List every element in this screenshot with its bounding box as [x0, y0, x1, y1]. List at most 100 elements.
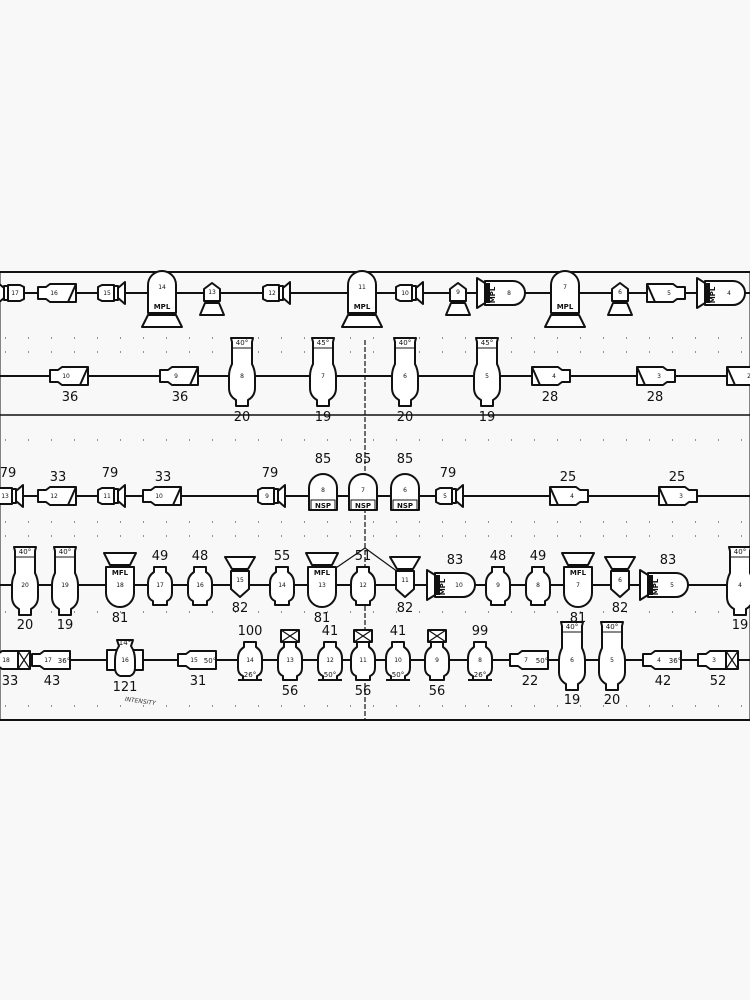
lamp-tag: MPL	[557, 303, 574, 311]
instrument-fresnel-right[interactable]: 12	[262, 281, 291, 305]
unit-number: 15	[236, 577, 244, 584]
intensity-note: INTENSITY	[124, 696, 157, 707]
unit-number: 17	[156, 582, 164, 589]
instrument-cyc[interactable]: 40°820	[228, 337, 256, 425]
beam-angle: 36°	[669, 657, 681, 665]
instrument-ellipsoidal-left[interactable]: 425	[549, 470, 589, 506]
channel-number: 31	[190, 674, 207, 689]
unit-number: 10	[455, 582, 463, 589]
unit-number: 17	[11, 290, 19, 297]
instrument-ellipsoidal-left[interactable]: 2	[726, 366, 750, 386]
instrument-cyc[interactable]: 40°619	[558, 621, 586, 708]
instrument-fresnel-left[interactable]: 17	[0, 282, 25, 304]
channel-number: 121	[113, 680, 138, 695]
unit-number: 15	[190, 657, 198, 664]
unit-number: 12	[326, 657, 334, 664]
instrument-ellipsoidal-left[interactable]: 428	[531, 366, 571, 405]
beam-angle: 40°	[566, 623, 578, 631]
channel-number: 36	[172, 390, 189, 405]
unit-number: 7	[321, 373, 325, 380]
instrument-cyc[interactable]: 40°419	[726, 546, 750, 633]
unit-number: 8	[536, 582, 540, 589]
instrument-bottle[interactable]: 948	[485, 549, 511, 606]
beam-angle: 40°	[399, 339, 411, 347]
instrument-scoop[interactable]: 13	[199, 282, 225, 316]
channel-number: 20	[234, 410, 251, 425]
instrument-ellipsoidal-right[interactable]: 16	[37, 283, 77, 303]
instrument-fresnel-right[interactable]: 579	[435, 466, 464, 508]
instrument-cyc[interactable]: 40°620	[391, 337, 419, 425]
instrument-ellipsoidal-x[interactable]: 352	[697, 650, 739, 689]
unit-number: 7	[361, 487, 365, 494]
unit-number: 8	[240, 373, 244, 380]
unit-number: 5	[670, 582, 674, 589]
instrument-fresnel-right[interactable]: 10	[395, 281, 424, 305]
instrument-bottle-angle[interactable]: 26°899	[467, 624, 493, 681]
unit-number: 4	[552, 373, 556, 380]
unit-number: 4	[657, 657, 661, 664]
instrument-fresnel-right[interactable]: 15	[97, 281, 126, 305]
channel-number: 85	[397, 452, 414, 467]
instrument-scoop[interactable]: 6	[607, 282, 633, 316]
instrument-scoop-top[interactable]: 682	[604, 556, 636, 616]
beam-angle: 45°	[481, 339, 493, 347]
instrument-cyc[interactable]: 45°519	[473, 337, 501, 425]
instrument-ellipsoidal-left[interactable]: 325	[658, 470, 698, 506]
beam-angle: 50°	[204, 657, 216, 665]
unit-number: 3	[712, 657, 716, 664]
instrument-bottle-x[interactable]: 956	[424, 629, 450, 699]
unit-number: 10	[155, 493, 163, 500]
instrument-fresnel-right[interactable]: 979	[257, 466, 286, 508]
channel-number: 41	[322, 624, 339, 639]
unit-number: 12	[268, 290, 276, 297]
instrument-ellipsoidal-right[interactable]: 936	[159, 366, 199, 405]
instrument-bottle[interactable]: 849	[525, 549, 551, 606]
instrument-scoop[interactable]: 9	[445, 282, 471, 316]
channel-number: 85	[355, 452, 372, 467]
channel-number: 33	[50, 470, 67, 485]
unit-number: 9	[265, 493, 269, 500]
instrument-ellipsoidal-angle[interactable]: 15 50° 31	[177, 650, 217, 689]
instrument-ellipsoidal-left[interactable]: 328	[636, 366, 676, 405]
instrument-ellipsoidal-left[interactable]: 5	[646, 283, 686, 303]
instrument-cyc[interactable]: 40°520	[598, 621, 626, 708]
unit-number: 10	[62, 373, 70, 380]
instrument-cyc[interactable]: 45°719	[309, 337, 337, 425]
